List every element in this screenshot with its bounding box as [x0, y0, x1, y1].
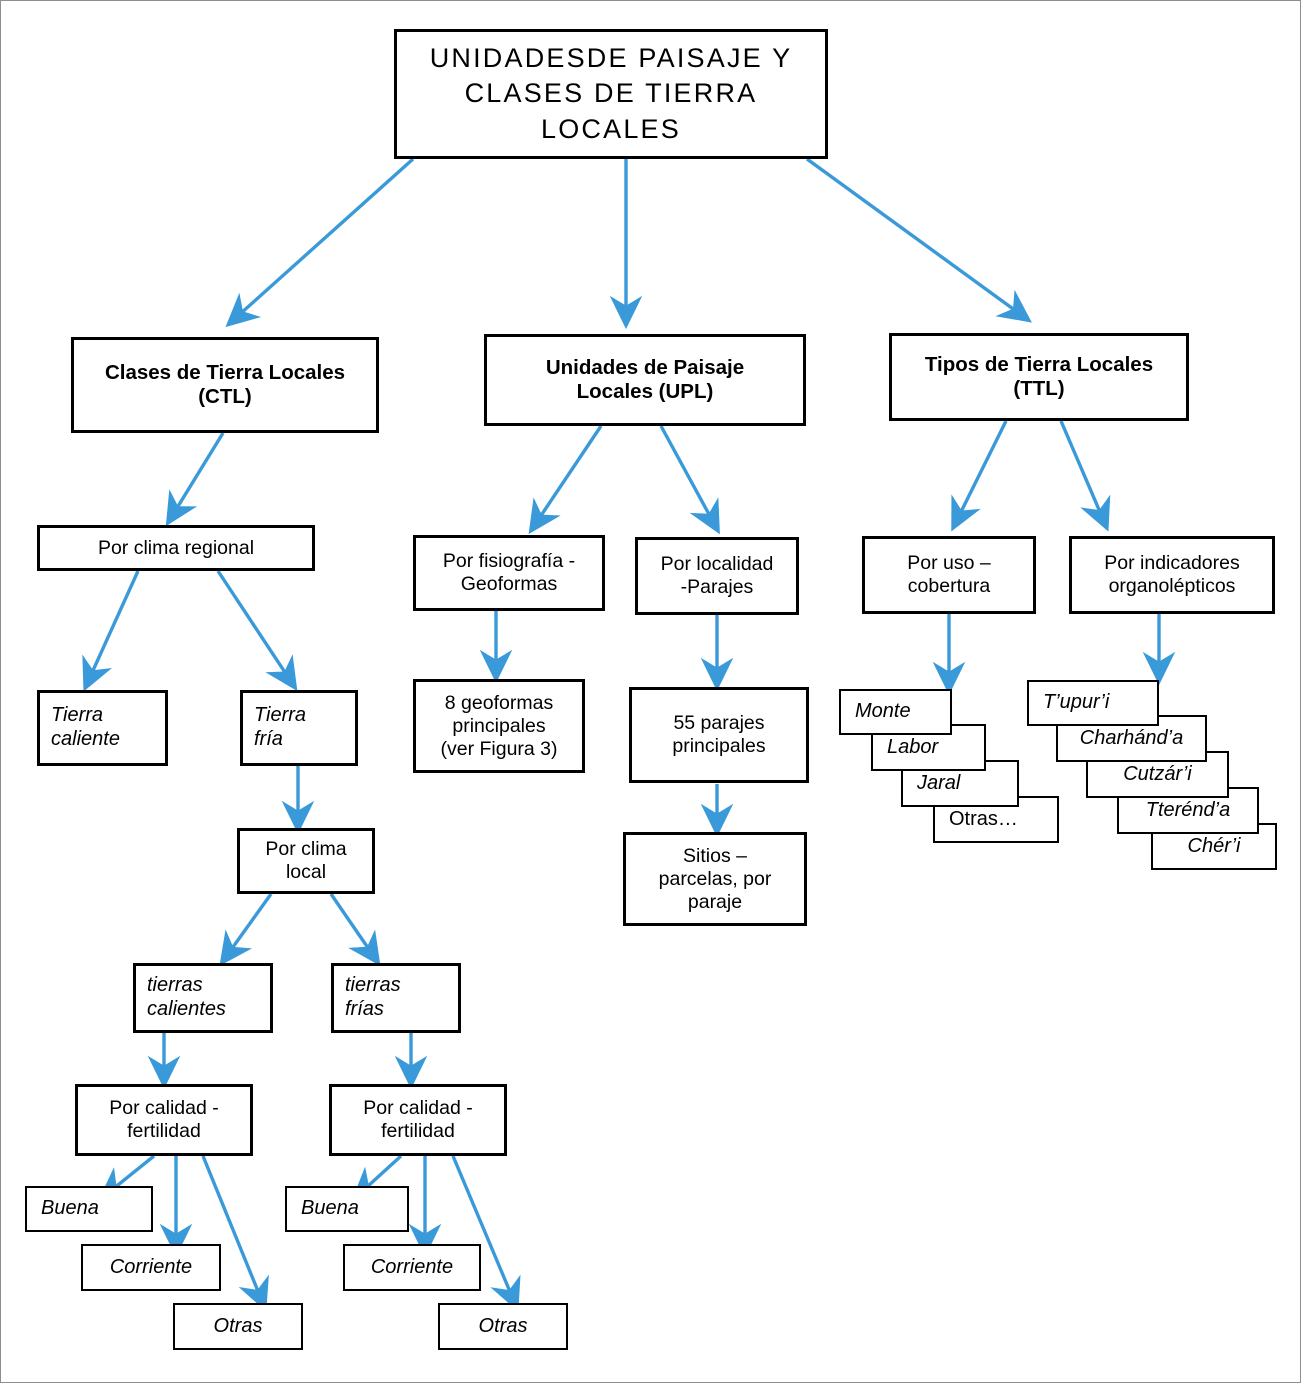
arrow-clima-local-to-frias	[329, 893, 381, 967]
quality-right-otras-label: Otras	[478, 1314, 528, 1337]
node-ctl-criterion-clima-regional[interactable]: Por clima regional	[37, 525, 315, 571]
ctl-criterion-3b-label: Por calidad - fertilidad	[363, 1097, 473, 1142]
quality-left-corriente-label: Corriente	[109, 1255, 193, 1278]
node-ttl-header[interactable]: Tipos de Tierra Locales (TTL)	[889, 333, 1189, 421]
ttl-criterion-indicadores-label: Por indicadores organolépticos	[1104, 552, 1240, 597]
ctl-criterion-3a-label: Por calidad - fertilidad	[109, 1097, 219, 1142]
ttl-header-label: Tipos de Tierra Locales (TTL)	[924, 352, 1154, 400]
upl-parajes-label: 55 parajes principales	[672, 712, 766, 757]
uso-item-otras-label: Otras…	[949, 807, 1018, 830]
upl-criterion-localidad-label: Por localidad -Parajes	[660, 553, 774, 598]
quality-right-corriente-label: Corriente	[370, 1255, 454, 1278]
node-upl-sitios[interactable]: Sitios – parcelas, por paraje	[623, 832, 807, 926]
node-uso-item-monte[interactable]: Monte	[839, 689, 952, 735]
indicador-item-charhanda-label: Charhánd’a	[1079, 726, 1184, 749]
arrow-clima-local-to-calientes	[219, 893, 273, 966]
ctl-header-label: Clases de Tierra Locales (CTL)	[104, 360, 346, 408]
root-node[interactable]: UNIDADESDE PAISAJE Y CLASES DE TIERRA LO…	[394, 29, 828, 159]
tierra-caliente-label: Tierra caliente	[51, 704, 120, 750]
uso-item-jaral-label: Jaral	[917, 771, 961, 794]
tierra-fria-label: Tierra fría	[254, 704, 307, 750]
node-indicador-item-tupuri[interactable]: T’upur’i	[1027, 680, 1159, 726]
upl-sitios-label: Sitios – parcelas, por paraje	[658, 844, 772, 913]
upl-geoformas-label: 8 geoformas principales (ver Figura 3)	[440, 691, 558, 760]
tierras-calientes-label: tierras calientes	[147, 974, 226, 1020]
node-quality-left-otras[interactable]: Otras	[173, 1303, 303, 1350]
root-label: UNIDADESDE PAISAJE Y CLASES DE TIERRA LO…	[429, 42, 793, 144]
node-quality-right-otras[interactable]: Otras	[438, 1303, 568, 1350]
node-upl-criterion-fisiografia[interactable]: Por fisiografía - Geoformas	[413, 535, 605, 611]
node-tierras-calientes[interactable]: tierras calientes	[133, 963, 273, 1033]
node-quality-right-buena[interactable]: Buena	[285, 1186, 409, 1232]
quality-left-otras-label: Otras	[213, 1314, 263, 1337]
node-ttl-criterion-uso[interactable]: Por uso – cobertura	[862, 536, 1036, 614]
node-quality-right-corriente[interactable]: Corriente	[343, 1244, 481, 1291]
node-quality-left-corriente[interactable]: Corriente	[81, 1244, 221, 1291]
node-upl-geoformas[interactable]: 8 geoformas principales (ver Figura 3)	[413, 679, 585, 773]
arrow-calidad-b-to-otras	[451, 1155, 521, 1312]
indicador-item-cutzari-label: Cutzár’i	[1123, 762, 1192, 785]
node-tierra-caliente[interactable]: Tierra caliente	[37, 690, 168, 766]
arrow-root-to-ttl	[806, 157, 1032, 323]
arrow-ttl-to-uso	[951, 420, 1008, 532]
node-upl-header[interactable]: Unidades de Paisaje Locales (UPL)	[484, 334, 806, 426]
ttl-criterion-uso-label: Por uso – cobertura	[907, 552, 991, 597]
node-tierras-frias[interactable]: tierras frías	[331, 963, 461, 1033]
node-ttl-criterion-indicadores[interactable]: Por indicadores organolépticos	[1069, 536, 1275, 614]
quality-right-buena-label: Buena	[301, 1197, 359, 1220]
arrow-calidad-a-to-otras	[201, 1155, 269, 1312]
uso-item-labor-label: Labor	[887, 735, 939, 758]
upl-header-label: Unidades de Paisaje Locales (UPL)	[545, 355, 745, 403]
arrow-upl-to-localidad	[659, 425, 720, 535]
node-ctl-header[interactable]: Clases de Tierra Locales (CTL)	[71, 337, 379, 433]
node-upl-parajes[interactable]: 55 parajes principales	[629, 687, 809, 783]
node-quality-left-buena[interactable]: Buena	[25, 1186, 153, 1232]
quality-left-buena-label: Buena	[41, 1197, 99, 1220]
tierras-frias-label: tierras frías	[345, 974, 401, 1020]
node-ctl-criterion-calidad-b[interactable]: Por calidad - fertilidad	[329, 1084, 507, 1156]
arrow-ttl-to-indicadores	[1059, 420, 1111, 532]
node-tierra-fria[interactable]: Tierra fría	[240, 690, 358, 766]
upl-criterion-fisiografia-label: Por fisiografía - Geoformas	[442, 550, 576, 595]
uso-item-monte-label: Monte	[855, 700, 911, 723]
ctl-criterion-2-label: Por clima local	[265, 838, 347, 883]
indicador-item-terenda-label: Tterénd’a	[1145, 798, 1231, 821]
arrow-clima-regional-to-caliente	[82, 570, 140, 692]
ctl-criterion-1-label: Por clima regional	[97, 536, 255, 559]
arrow-ctl-to-clima-regional	[165, 432, 225, 527]
indicador-item-cheri-label: Chér’i	[1187, 834, 1241, 857]
node-ctl-criterion-clima-local[interactable]: Por clima local	[237, 828, 375, 894]
node-upl-criterion-localidad[interactable]: Por localidad -Parajes	[635, 537, 799, 615]
arrow-clima-regional-to-fria	[216, 570, 298, 692]
arrow-upl-to-fisiografia	[528, 425, 603, 535]
node-ctl-criterion-calidad-a[interactable]: Por calidad - fertilidad	[75, 1084, 253, 1156]
indicador-item-tupuri-label: T’upur’i	[1043, 691, 1110, 714]
arrow-root-to-ctl	[225, 157, 415, 328]
